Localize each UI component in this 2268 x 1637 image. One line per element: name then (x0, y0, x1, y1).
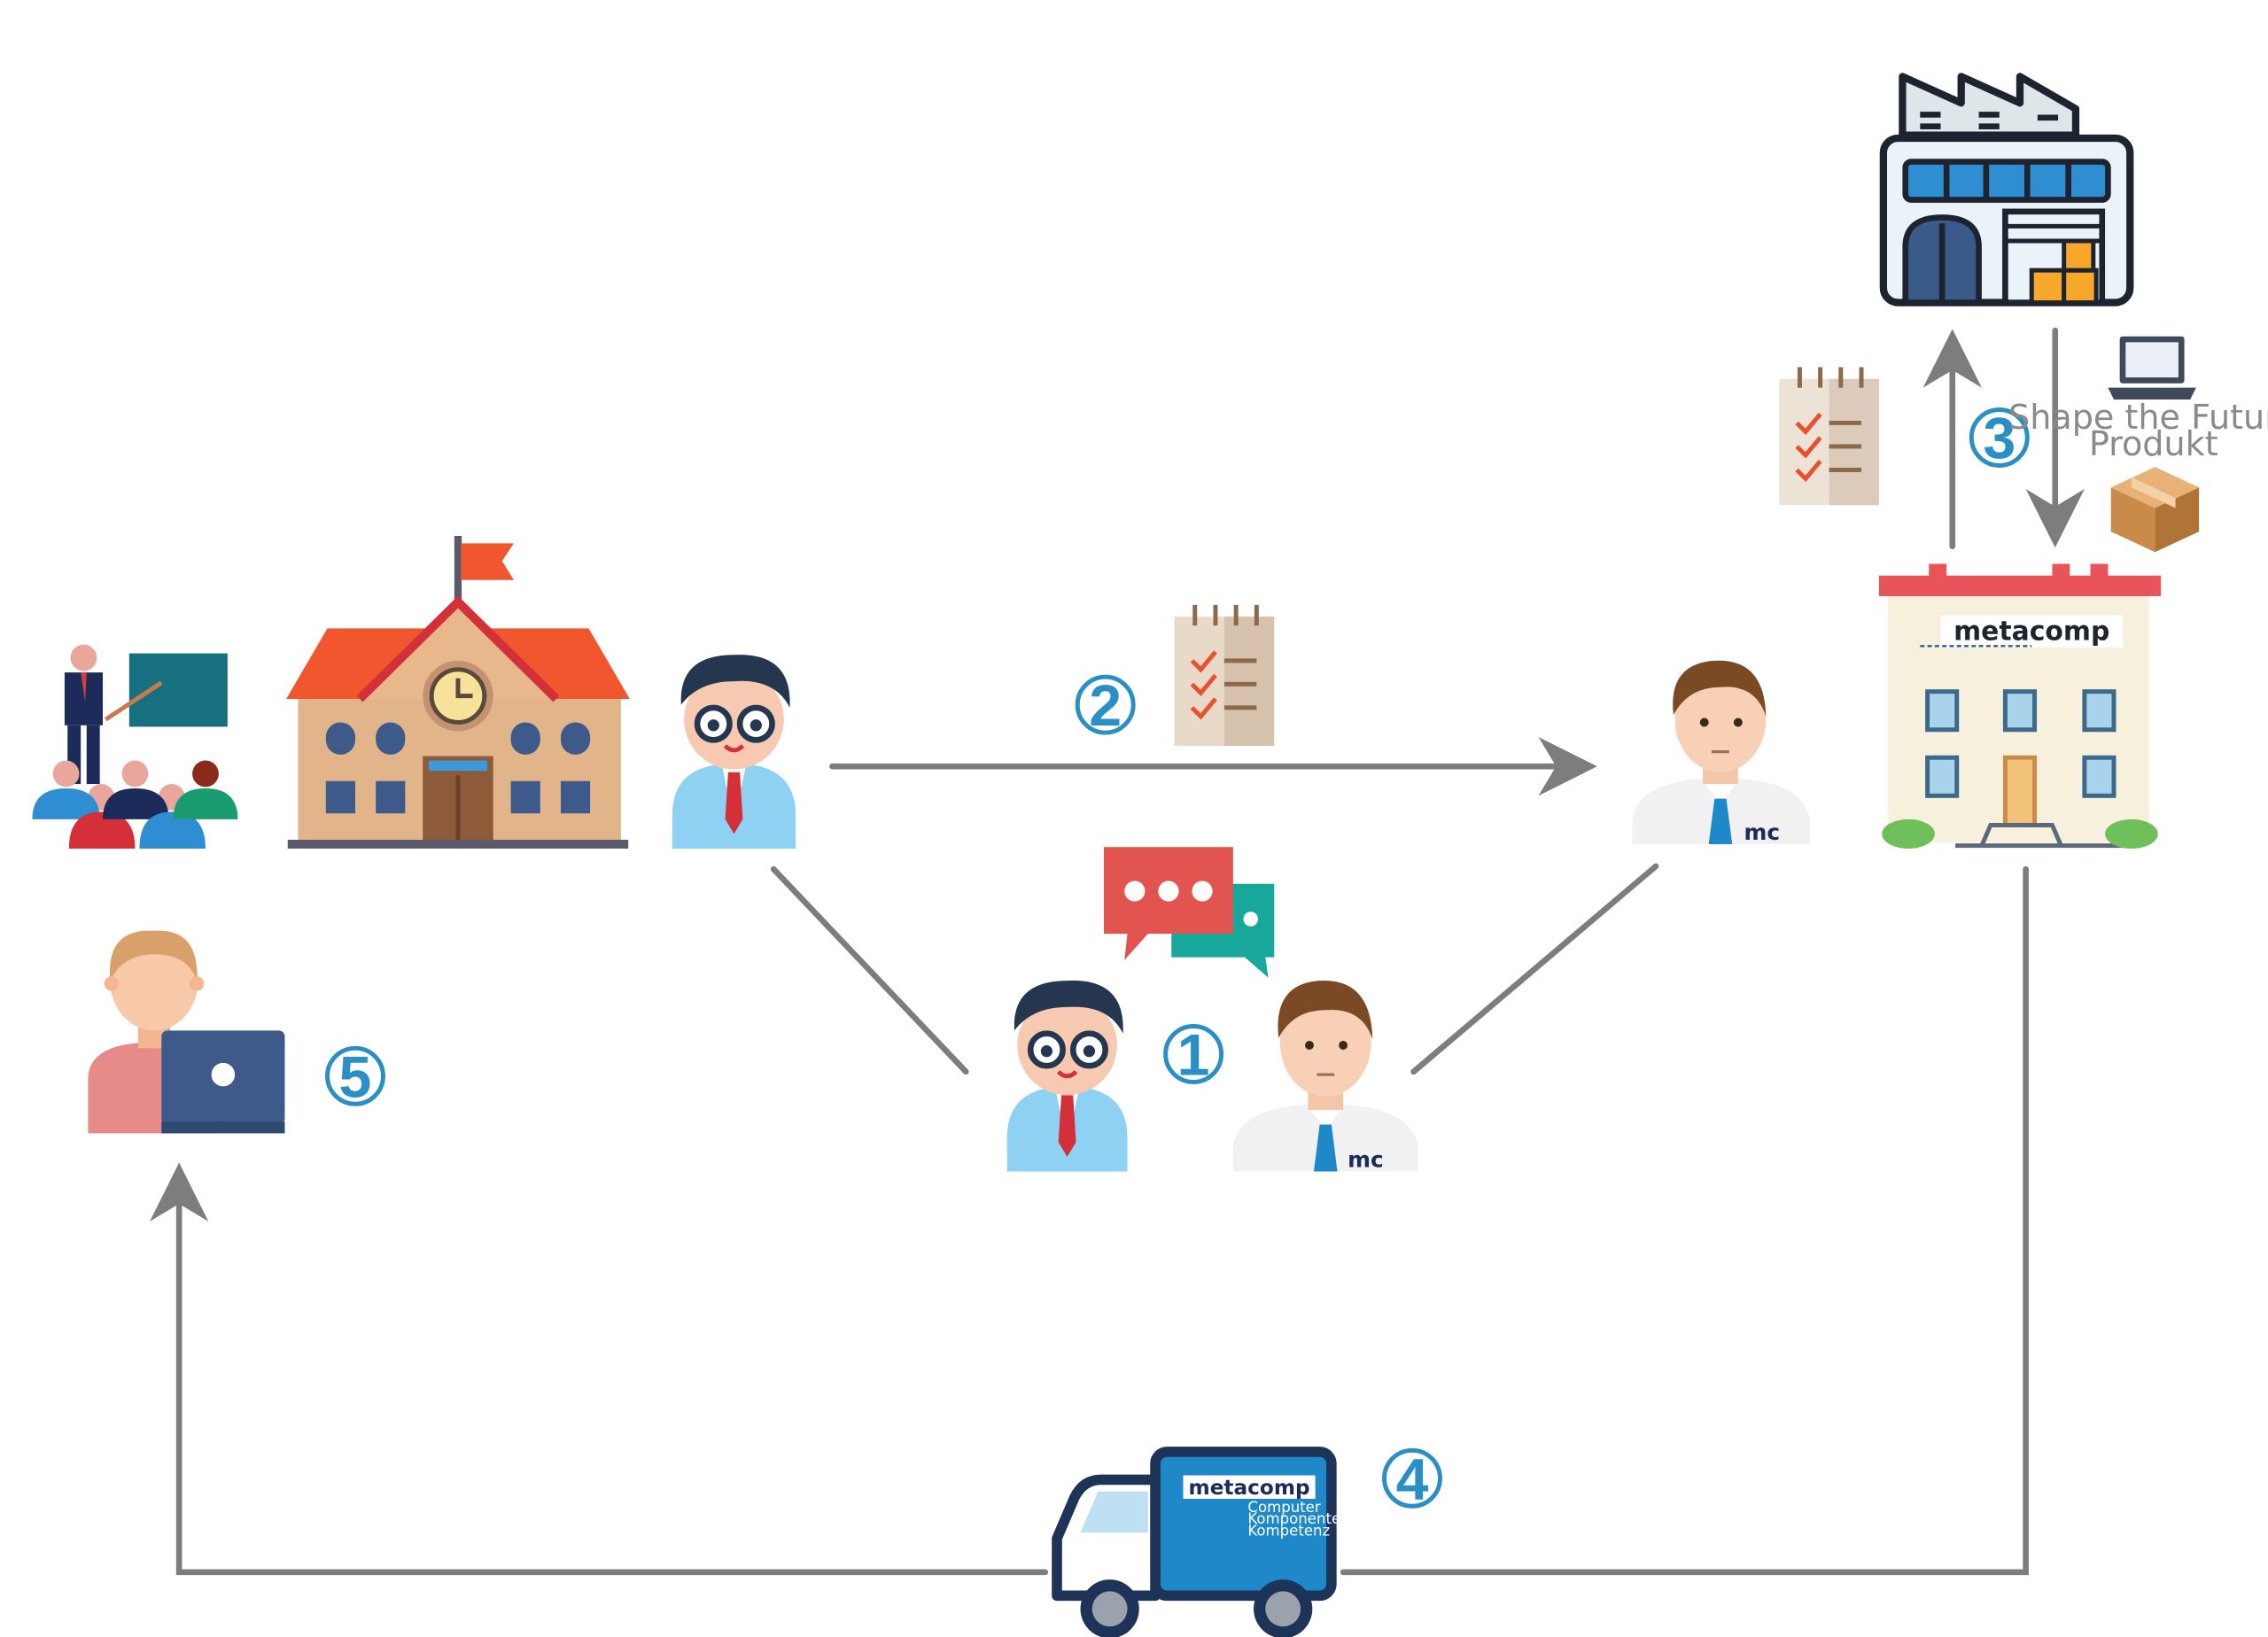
teacher-class-icon (32, 644, 238, 849)
truck-tagline-3: Kompetenz (1247, 1522, 1330, 1539)
school-icon (286, 536, 630, 849)
line-customer-to-meeting (770, 865, 969, 1075)
step-5-badge: 5 (325, 1044, 385, 1110)
truck-tagline-2: Komponenten (1247, 1510, 1349, 1527)
user-laptop-icon (88, 930, 285, 1134)
step-4-number: 4 (1396, 1447, 1429, 1512)
warehouse-caption-line2: Produkt (2089, 424, 2218, 463)
box-icon (2110, 467, 2200, 553)
line-meeting-to-rep (1410, 863, 1659, 1075)
truck-logo: metacomp (1189, 1476, 1310, 1500)
step-2-badge: 2 (1075, 673, 1136, 739)
arrow-truck-to-user (150, 1162, 1049, 1576)
customer-icon (672, 655, 796, 849)
metacomp-building-icon: metacomp (1878, 563, 2162, 849)
step-3-number: 3 (1983, 407, 2016, 472)
rep-icon: mc (1632, 660, 1811, 845)
building-logo: metacomp (1953, 617, 2109, 648)
connectors (150, 327, 2085, 1576)
step-1-badge: 1 (1163, 1023, 1224, 1089)
checklist-icon (1174, 604, 1275, 746)
factory-icon (1879, 73, 2134, 306)
checklist-icon-step3 (1779, 367, 1879, 506)
laptop-icon (2108, 336, 2196, 400)
rep-badge: mc (1744, 819, 1780, 845)
step-5-number: 5 (339, 1044, 372, 1110)
meeting-rep-badge: mc (1348, 1147, 1384, 1173)
line-building-to-truck (1340, 865, 2029, 1576)
delivery-truck-icon: metacomp Computer Komponenten Kompetenz (1052, 1447, 1350, 1637)
warehouse-caption-line1: Shape the Future (2008, 398, 2268, 437)
chat-bubbles-icon (1104, 847, 1275, 978)
step-3-badge: 3 (1969, 407, 2030, 472)
meeting-rep-icon: mc (1232, 980, 1418, 1173)
meeting-customer-icon (1006, 980, 1128, 1172)
step-2-number: 2 (1089, 673, 1122, 739)
truck-tagline-1: Computer (1247, 1499, 1320, 1516)
step-1-number: 1 (1177, 1023, 1210, 1089)
step-4-badge: 4 (1382, 1447, 1442, 1512)
